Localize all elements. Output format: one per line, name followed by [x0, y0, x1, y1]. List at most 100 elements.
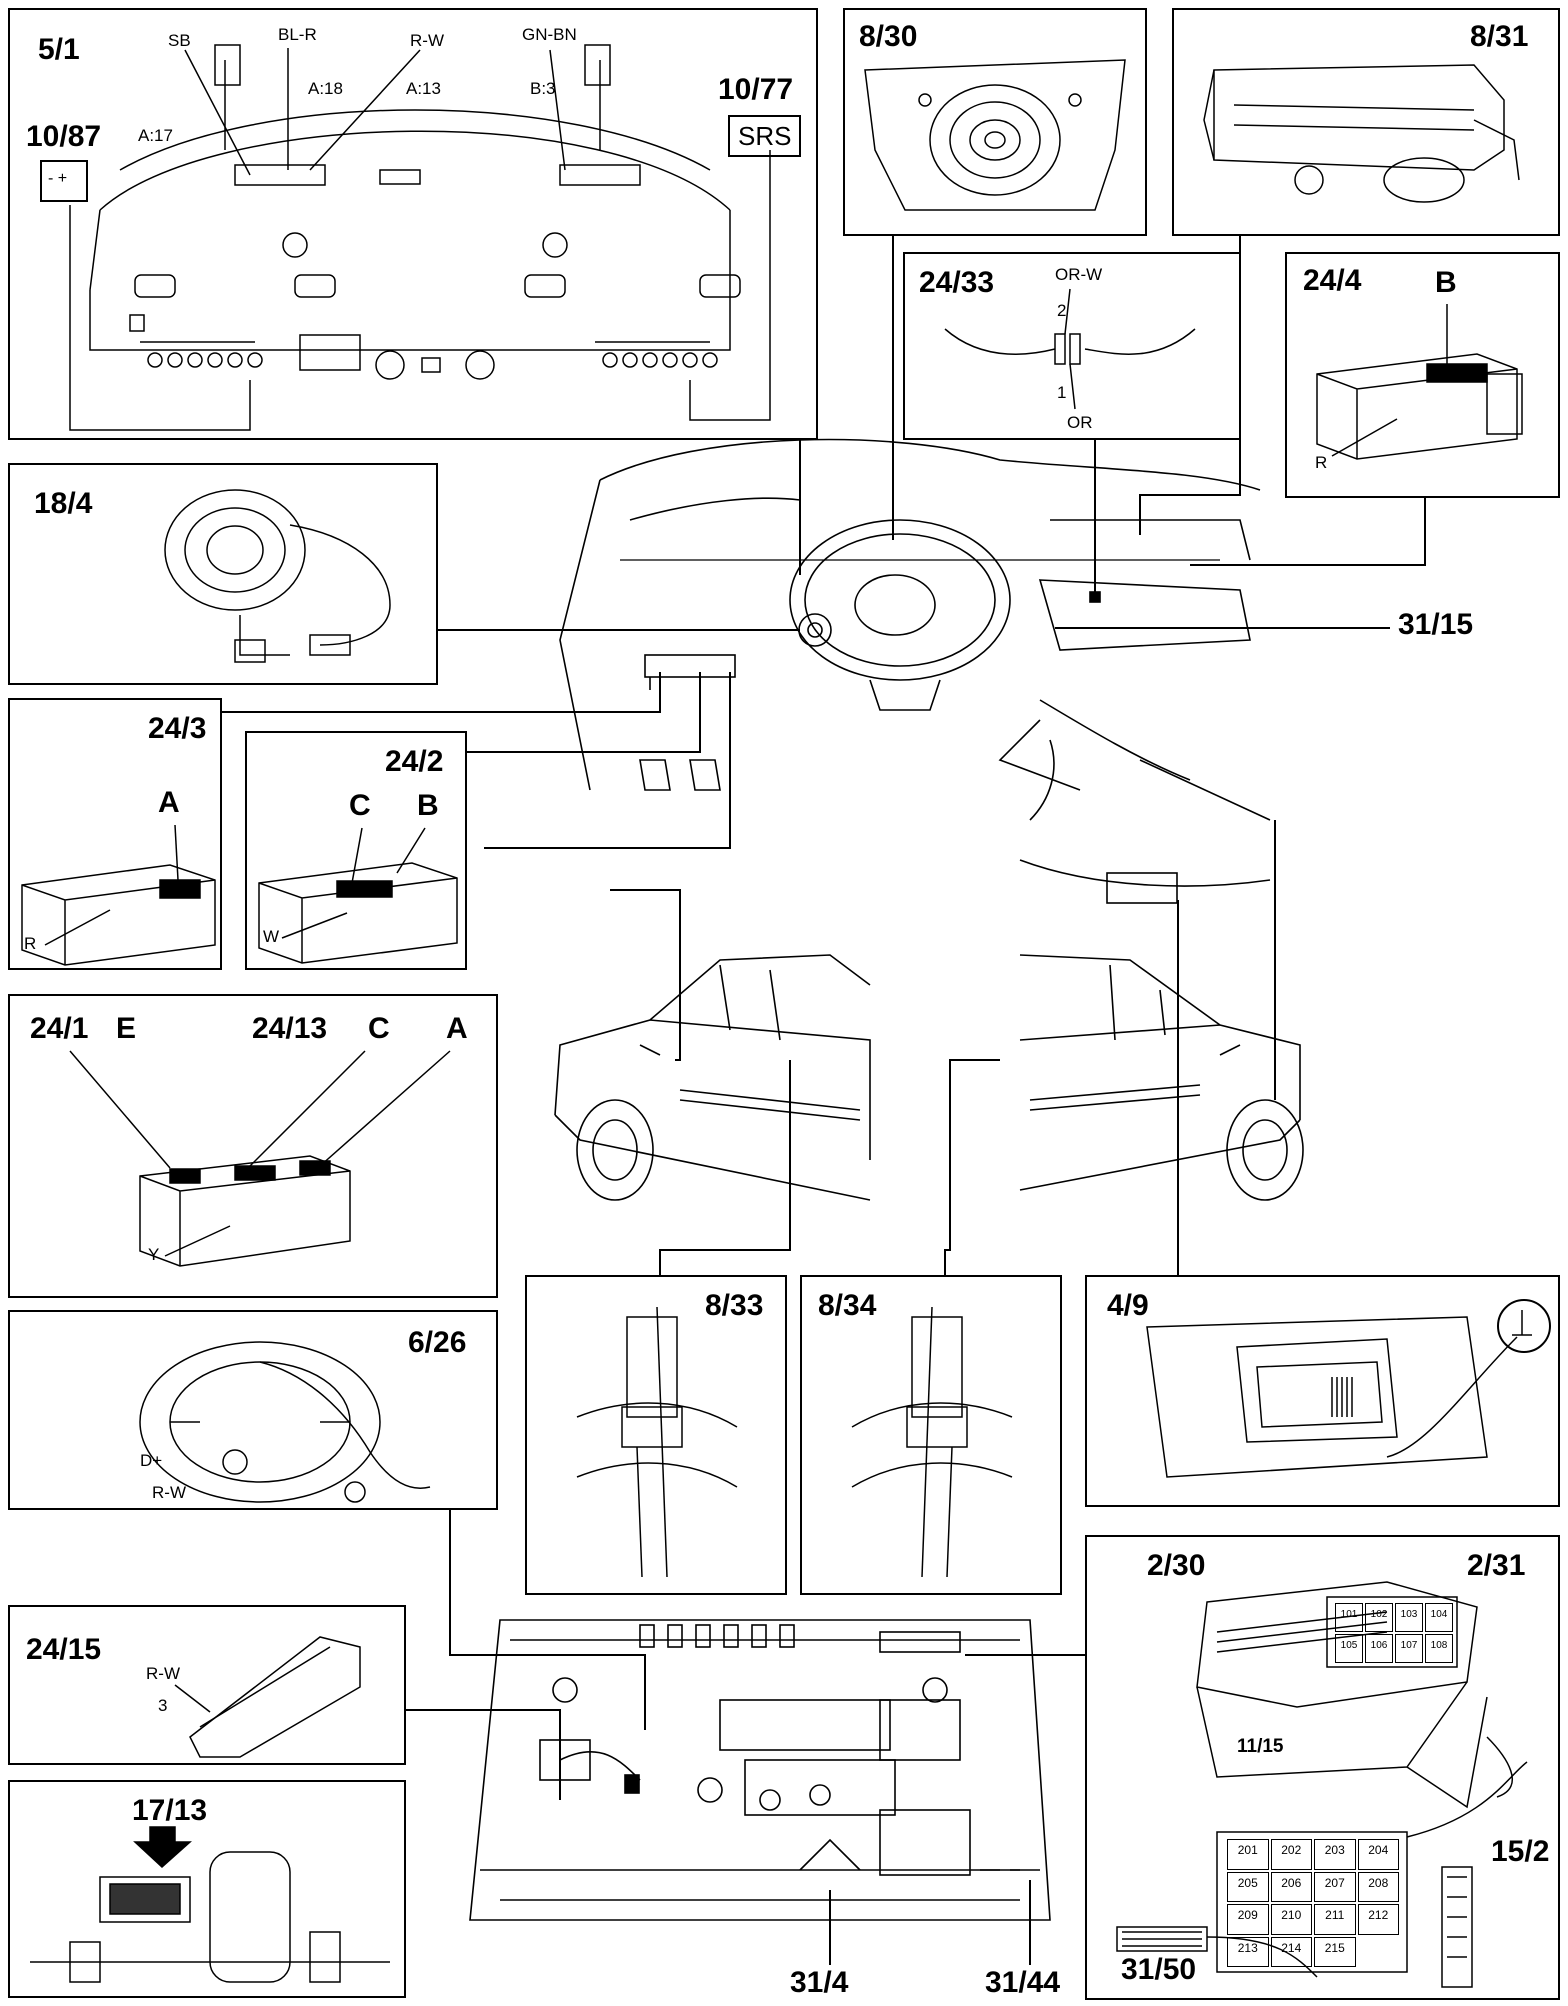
relay-slot: 201 — [1227, 1839, 1269, 1870]
terminal-d-plus: D+ — [140, 1451, 163, 1470]
component-id-2-30: 2/30 — [1147, 1549, 1206, 1582]
wire-color-w: W — [263, 927, 280, 946]
srs-tag: SRS — [728, 115, 802, 157]
component-id-4-9: 4/9 — [1107, 1289, 1149, 1322]
pin-a13: A:13 — [406, 79, 441, 98]
relay-slot: 207 — [1314, 1871, 1356, 1902]
relay-slot: 206 — [1270, 1871, 1312, 1902]
relay-slot: 103 — [1395, 1603, 1423, 1632]
relay-slot: 102 — [1365, 1603, 1393, 1632]
relay-slot: 204 — [1357, 1839, 1399, 1870]
diagnostic-socket-drawing — [30, 1826, 390, 1983]
panel-srs-control-module: 4/9 — [1085, 1275, 1560, 1507]
panel-instrument-cluster: 5/1 10/87 10/77 SRS - + SB BL-R R-W GN-B… — [8, 8, 818, 440]
component-id-24-3: 24/3 — [148, 712, 207, 745]
panel-airbag-module-steering: 8/30 — [843, 8, 1147, 236]
relay-grid: 201 202 203 204 205 206 207 208 209 210 … — [1227, 1839, 1399, 1967]
panel-connector-24-1: 24/1 E 24/13 C A Y — [8, 994, 498, 1298]
battery-icon: - + — [40, 160, 88, 202]
panel-connector-24-3: 24/3 A R — [8, 698, 222, 970]
callout-31-15: 31/15 — [1398, 608, 1474, 641]
relay-slot: 205 — [1227, 1871, 1269, 1902]
component-id-31-50: 31/50 — [1121, 1953, 1197, 1986]
relay-slot: 208 — [1357, 1871, 1399, 1902]
pin-a17: A:17 — [138, 126, 173, 145]
relay-slot: 209 — [1227, 1904, 1269, 1935]
callout-31-4: 31/4 — [790, 1966, 849, 1999]
component-id-8-34: 8/34 — [818, 1289, 877, 1322]
pin-a: A — [446, 1012, 468, 1045]
relay-slot: 106 — [1365, 1634, 1393, 1663]
component-id-10-77: 10/77 — [718, 73, 794, 106]
ground-icon — [1497, 1299, 1551, 1353]
pin-2: 2 — [1057, 301, 1067, 320]
component-id-24-4: 24/4 — [1303, 264, 1362, 297]
component-id-24-13: 24/13 — [252, 1012, 328, 1045]
relay-slot: 214 — [1270, 1936, 1312, 1967]
connector-block-drawing — [258, 827, 458, 964]
relay-slot: 210 — [1270, 1904, 1312, 1935]
relay-grid-top: 101 102 103 104 105 106 107 108 — [1335, 1603, 1453, 1663]
panel-seatbelt-tensioner-left: 8/33 — [525, 1275, 787, 1595]
panel-alternator: 6/26 D+ R-W — [8, 1310, 498, 1510]
pin-b: B — [1435, 266, 1457, 299]
relay-slot: 212 — [1357, 1904, 1399, 1935]
pin-c: C — [368, 1012, 390, 1045]
wire-color-y: Y — [148, 1245, 160, 1264]
pin-e: E — [116, 1012, 137, 1045]
pin-b3: B:3 — [530, 79, 556, 98]
component-id-2-31: 2/31 — [1467, 1549, 1526, 1582]
component-id-24-1: 24/1 — [30, 1012, 89, 1045]
pin-a: A — [158, 786, 180, 819]
component-id-6-26: 6/26 — [408, 1326, 467, 1359]
component-id-8-30: 8/30 — [859, 20, 918, 53]
callout-31-44: 31/44 — [985, 1966, 1061, 1999]
panel-connector-24-4: 24/4 B R — [1285, 252, 1560, 498]
component-id-17-13: 17/13 — [132, 1794, 208, 1827]
battery-symbol: - + — [48, 170, 68, 187]
wire-bl-r: BL-R — [278, 25, 317, 44]
component-id-11-15: 11/15 — [1237, 1736, 1284, 1757]
panel-contact-reel: 18/4 — [8, 463, 438, 685]
component-id-5-1: 5/1 — [38, 33, 80, 66]
alternator-drawing — [139, 1341, 431, 1503]
airbag-module-drawing — [864, 59, 1126, 211]
relay-slot: 211 — [1314, 1904, 1356, 1935]
wire-or: OR — [1067, 413, 1093, 432]
control-module-drawing — [1146, 1310, 1532, 1478]
wire-color-r: R — [1315, 453, 1328, 472]
relay-slot: 215 — [1314, 1936, 1356, 1967]
relay-slot: 108 — [1425, 1634, 1453, 1663]
pin-3: 3 — [158, 1696, 168, 1715]
wire-or-w: OR-W — [1055, 265, 1103, 284]
connector-block-drawing — [69, 1050, 451, 1267]
fuse-box-drawing — [1116, 1581, 1528, 1988]
panel-connector-24-33: 24/33 OR-W OR 2 1 — [903, 252, 1241, 440]
wire-gn-bn: GN-BN — [522, 25, 577, 44]
relay-slot: 105 — [1335, 1634, 1363, 1663]
wire-r-w: R-W — [146, 1664, 180, 1683]
wire-r-w: R-W — [152, 1483, 186, 1502]
connector-block-drawing — [1316, 304, 1523, 460]
relay-slot: 213 — [1227, 1936, 1269, 1967]
panel-connector-24-2: 24/2 C B W — [245, 731, 467, 970]
pin-c: C — [349, 789, 371, 822]
relay-slot: 203 — [1314, 1839, 1356, 1870]
instrument-cluster-drawing — [69, 44, 771, 431]
seatbelt-tensioner-drawing — [851, 1306, 1013, 1578]
component-id-15-2: 15/2 — [1491, 1835, 1550, 1868]
relay-slot: 104 — [1425, 1603, 1453, 1632]
pin-a18: A:18 — [308, 79, 343, 98]
component-id-10-87: 10/87 — [26, 120, 102, 153]
pin-b: B — [417, 789, 439, 822]
panel-passenger-airbag: 8/31 — [1172, 8, 1560, 236]
relay-slot: 107 — [1395, 1634, 1423, 1663]
seatbelt-tensioner-drawing — [576, 1306, 738, 1578]
connector-block-drawing — [21, 824, 216, 966]
wire-color-r: R — [24, 934, 37, 953]
component-id-24-2: 24/2 — [385, 745, 444, 778]
